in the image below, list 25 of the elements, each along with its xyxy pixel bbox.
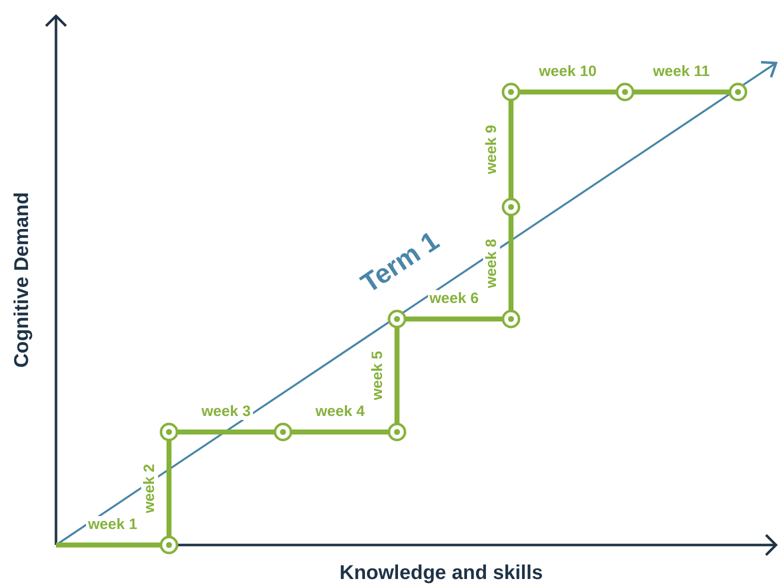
connector-line — [292, 430, 388, 434]
connector-line — [394, 328, 400, 423]
axis-title: Knowledge and skills — [340, 563, 543, 583]
milestone-node — [274, 422, 292, 442]
connector-line — [508, 216, 514, 310]
connector-line — [56, 542, 160, 548]
milestone-node — [502, 198, 520, 216]
connector-line — [166, 441, 172, 536]
connector-line — [508, 101, 514, 198]
milestone-node — [388, 310, 406, 328]
milestone-node — [388, 422, 406, 442]
connector-line — [178, 430, 274, 434]
milestone-node — [502, 310, 520, 328]
connector-line — [520, 90, 616, 94]
axis-title: Cognitive Demand — [12, 192, 32, 368]
milestone-node — [616, 82, 634, 102]
milestone-node — [502, 82, 520, 102]
edge-label: week 3 — [200, 403, 253, 420]
connector-line — [634, 90, 729, 94]
milestone-node — [160, 536, 178, 554]
edge-label: week 2 — [140, 462, 158, 516]
milestone-node — [728, 82, 748, 102]
connector-line — [406, 316, 502, 322]
milestone-node — [160, 422, 178, 442]
edge-label: week 8 — [482, 236, 500, 290]
